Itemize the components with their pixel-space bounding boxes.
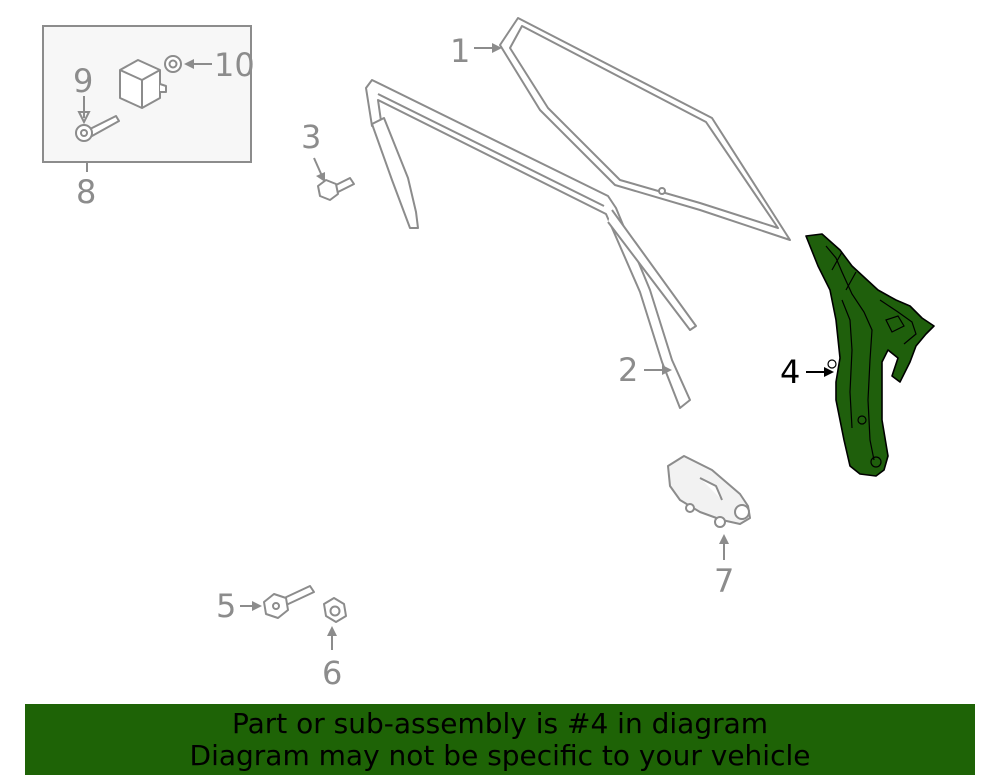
callout-7: 7 — [714, 562, 734, 600]
callout-3: 3 — [301, 118, 321, 156]
window-regulator-4 — [805, 233, 935, 477]
callout-1: 1 — [450, 32, 470, 70]
banner-line-1: Part or sub-assembly is #4 in diagram — [231, 707, 769, 740]
callout-9: 9 — [73, 62, 93, 100]
arrowhead-5 — [252, 601, 262, 611]
bolt-5 — [263, 585, 315, 619]
arrowhead-6 — [327, 626, 337, 636]
arrowhead-10 — [184, 59, 194, 69]
nut-6 — [323, 597, 347, 623]
callout-4: 4 — [780, 353, 800, 391]
leader-3 — [313, 157, 323, 177]
inset-module — [119, 59, 167, 109]
arrowhead-2 — [662, 365, 672, 375]
door-glass-1 — [499, 17, 791, 241]
callout-8: 8 — [76, 173, 96, 211]
inset-box-group-8 — [42, 25, 252, 163]
nut-10 — [164, 55, 182, 73]
bolt-9 — [75, 115, 120, 142]
callout-6: 6 — [322, 654, 342, 692]
callout-5: 5 — [216, 587, 236, 625]
part-info-banner: Part or sub-assembly is #4 in diagram Di… — [25, 704, 975, 775]
arrowhead-1 — [492, 43, 502, 53]
callout-2: 2 — [618, 351, 638, 389]
banner-line-2: Diagram may not be specific to your vehi… — [189, 739, 811, 772]
arrowhead-4 — [824, 367, 834, 377]
arrowhead-3 — [316, 172, 325, 182]
glass-run-channel-2 — [365, 79, 697, 409]
window-motor-7 — [667, 455, 751, 528]
arrowhead-9 — [77, 111, 91, 125]
arrowhead-7 — [719, 534, 729, 544]
callout-10: 10 — [214, 46, 255, 84]
bolt-3 — [317, 177, 355, 201]
